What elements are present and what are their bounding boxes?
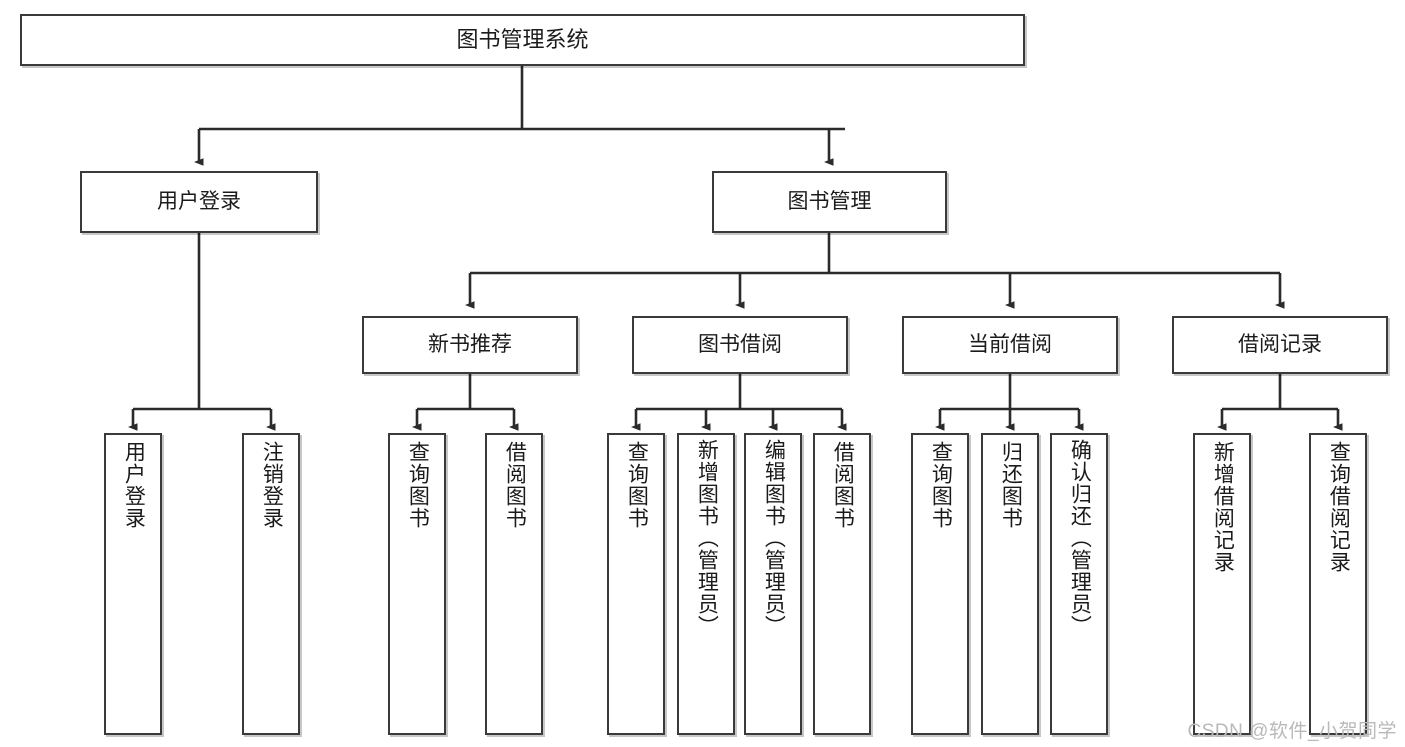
leaf-current-confirm-return-admin[interactable]: 确认归还（管理员） bbox=[1050, 433, 1108, 735]
node-label: 图书借阅 bbox=[698, 332, 782, 356]
node-label: 确认归还（管理员） bbox=[1068, 439, 1092, 637]
node-label: 用户登录 bbox=[122, 441, 146, 529]
node-book-management[interactable]: 图书管理 bbox=[712, 171, 947, 233]
leaf-recommend-query-book[interactable]: 查询图书 bbox=[388, 433, 446, 735]
node-label: 当前借阅 bbox=[968, 332, 1052, 356]
node-current-borrow[interactable]: 当前借阅 bbox=[902, 316, 1118, 374]
leaf-recommend-borrow-book[interactable]: 借阅图书 bbox=[485, 433, 543, 735]
node-label: 借阅图书 bbox=[503, 441, 527, 529]
leaf-user-login-logout[interactable]: 注销登录 bbox=[242, 433, 300, 735]
leaf-borrow-borrow-book[interactable]: 借阅图书 bbox=[813, 433, 871, 735]
node-label: 注销登录 bbox=[260, 441, 284, 529]
node-root-system[interactable]: 图书管理系统 bbox=[20, 14, 1025, 66]
node-label: 查询图书 bbox=[406, 441, 430, 529]
watermark: CSDN @软件_小贺同学 bbox=[1187, 721, 1397, 742]
node-label: 用户登录 bbox=[157, 189, 241, 213]
node-borrow-record[interactable]: 借阅记录 bbox=[1172, 316, 1388, 374]
leaf-record-add-record[interactable]: 新增借阅记录 bbox=[1193, 433, 1251, 735]
leaf-user-login-login[interactable]: 用户登录 bbox=[104, 433, 162, 735]
node-label: 借阅记录 bbox=[1238, 332, 1322, 356]
node-label: 查询借阅记录 bbox=[1327, 441, 1351, 573]
leaf-borrow-add-book-admin[interactable]: 新增图书（管理员） bbox=[677, 433, 735, 735]
node-new-book-recommend[interactable]: 新书推荐 bbox=[362, 316, 578, 374]
node-label: 图书管理系统 bbox=[456, 27, 589, 53]
node-label: 图书管理 bbox=[787, 189, 872, 213]
node-label: 新书推荐 bbox=[428, 332, 512, 356]
leaf-borrow-edit-book-admin[interactable]: 编辑图书（管理员） bbox=[744, 433, 802, 735]
leaf-current-query-book[interactable]: 查询图书 bbox=[911, 433, 969, 735]
node-label: 查询图书 bbox=[929, 441, 953, 529]
leaf-current-return-book[interactable]: 归还图书 bbox=[981, 433, 1039, 735]
node-label: 新增图书（管理员） bbox=[695, 439, 719, 637]
node-user-login[interactable]: 用户登录 bbox=[80, 171, 318, 233]
node-label: 归还图书 bbox=[999, 441, 1023, 529]
node-label: 编辑图书（管理员） bbox=[762, 439, 786, 637]
node-label: 新增借阅记录 bbox=[1211, 441, 1235, 573]
leaf-borrow-query-book[interactable]: 查询图书 bbox=[607, 433, 665, 735]
leaf-record-query-record[interactable]: 查询借阅记录 bbox=[1309, 433, 1367, 735]
node-label: 借阅图书 bbox=[831, 441, 855, 529]
node-label: 查询图书 bbox=[625, 441, 649, 529]
node-book-borrow[interactable]: 图书借阅 bbox=[632, 316, 848, 374]
